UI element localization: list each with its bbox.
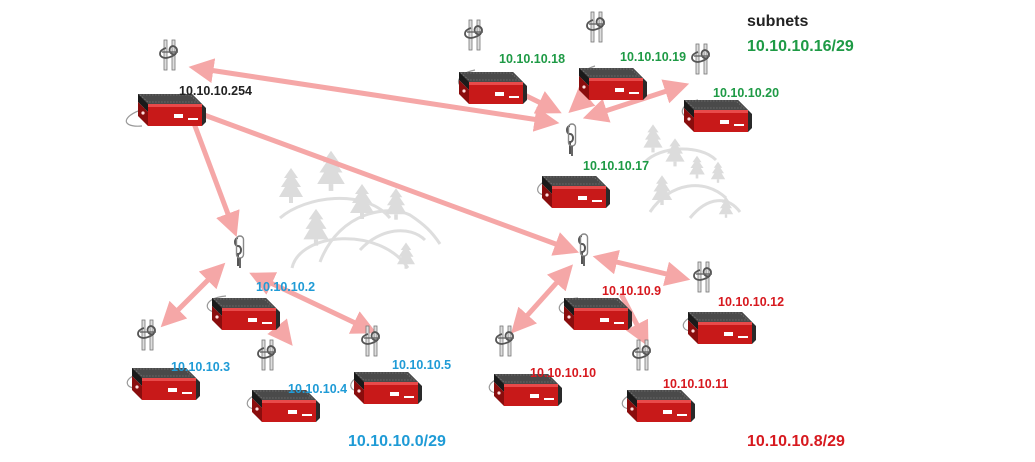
blue-3-node [126, 319, 201, 401]
ip-label-red-10: 10.10.10.10 [530, 366, 596, 380]
router-icon [563, 297, 633, 331]
subnets-heading: subnets [747, 13, 808, 30]
ip-label-green-20: 10.10.10.20 [713, 86, 779, 100]
green-ap-node [537, 123, 611, 209]
green-19-node [578, 11, 648, 101]
ip-label-gateway: 10.10.10.254 [179, 84, 252, 98]
panel-antenna-icon [693, 261, 713, 293]
omni-antenna-icon [578, 233, 589, 267]
red-subnet-label: 10.10.10.8/29 [747, 433, 845, 450]
link-blue-ap-3 [160, 262, 226, 328]
router-icon [541, 175, 611, 209]
panel-antenna-icon [159, 39, 179, 71]
red-ap-node [558, 233, 633, 331]
omni-antenna-icon [234, 235, 245, 269]
devices [125, 11, 757, 423]
router-icon [137, 93, 207, 127]
ip-labels: 10.10.10.254 10.10.10.17 10.10.10.18 10.… [171, 50, 784, 396]
router-icon [687, 311, 757, 345]
panel-antenna-icon [586, 11, 606, 43]
router-icon [458, 71, 528, 105]
blue-5-node [350, 325, 423, 405]
gateway-node [125, 39, 207, 127]
ip-label-blue-3: 10.10.10.3 [171, 360, 230, 374]
blue-4-node [246, 339, 321, 423]
panel-antenna-icon [632, 339, 652, 371]
red-11-node [621, 339, 696, 423]
router-icon [353, 371, 423, 405]
panel-antenna-icon [495, 325, 515, 357]
router-icon [578, 67, 648, 101]
green-20-node [681, 43, 753, 133]
router-icon [683, 99, 753, 133]
subnet-legend: subnets 10.10.10.16/29 10.10.10.0/29 10.… [348, 13, 854, 450]
ip-label-green-19: 10.10.10.19 [620, 50, 686, 64]
router-icon [211, 297, 281, 331]
ip-label-green-18: 10.10.10.18 [499, 52, 565, 66]
panel-antenna-icon [257, 339, 277, 371]
router-icon [626, 389, 696, 423]
ip-label-blue-5: 10.10.10.5 [392, 358, 451, 372]
link-red-ap-11 [619, 293, 649, 347]
omni-antenna-icon [566, 123, 577, 157]
blue-subnet-label: 10.10.10.0/29 [348, 433, 446, 450]
ip-label-red-11: 10.10.10.11 [663, 377, 728, 391]
ip-label-green-17: 10.10.10.17 [583, 159, 649, 173]
ip-label-red-9: 10.10.10.9 [602, 284, 661, 298]
link-gateway-red-ap [193, 109, 580, 256]
red-10-node [488, 325, 563, 407]
link-blue-ap-5 [249, 272, 377, 334]
green-18-node [457, 19, 528, 105]
ip-label-blue-4: 10.10.10.4 [288, 382, 347, 396]
link-gateway-green-ap [188, 58, 560, 132]
panel-antenna-icon [464, 19, 484, 51]
link-red-ap-10 [510, 264, 574, 334]
link-red-ap-12 [592, 249, 691, 287]
blue-ap-node [206, 235, 281, 331]
red-12-node [682, 261, 757, 345]
link-gateway-blue-ap [189, 115, 240, 238]
ip-label-blue-2: 10.10.10.2 [256, 280, 315, 294]
green-subnet-label: 10.10.10.16/29 [747, 38, 854, 55]
link-green-ap-20 [582, 79, 690, 123]
ip-label-red-12: 10.10.10.12 [718, 295, 784, 309]
scenery-trees [279, 124, 734, 269]
panel-antenna-icon [691, 43, 711, 75]
panel-antenna-icon [137, 319, 157, 351]
